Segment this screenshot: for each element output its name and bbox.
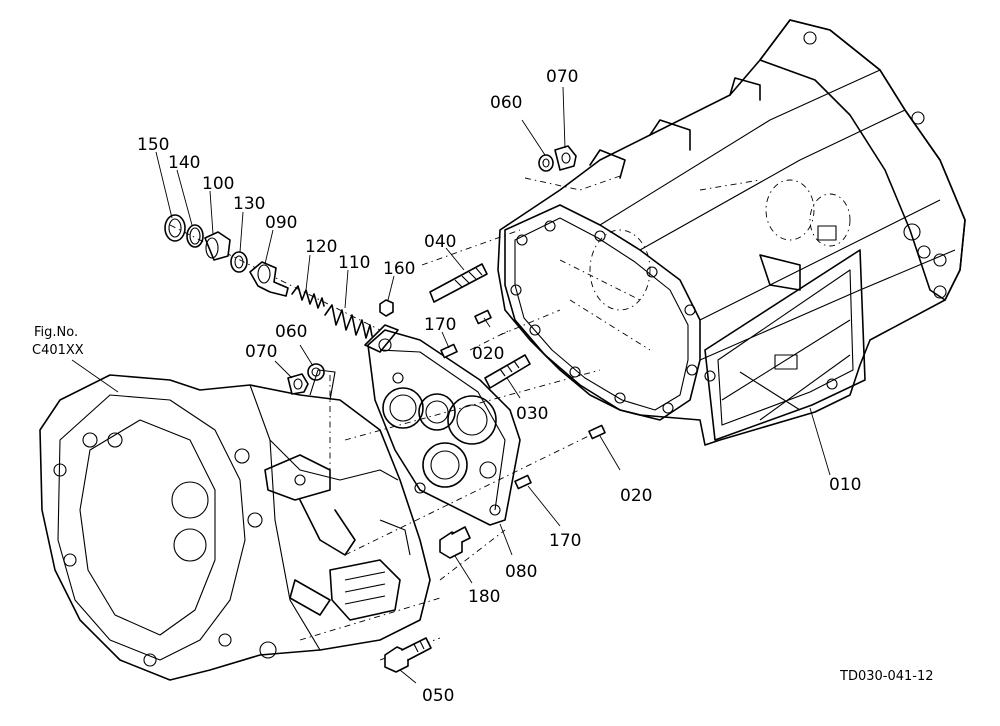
plug-160[interactable]: [379, 299, 394, 317]
callout-labels: 150 140 100 130 090 120 110 160 040 170 …: [32, 67, 934, 706]
front-cover-080[interactable]: [364, 324, 521, 526]
callout-040: 040: [424, 232, 456, 252]
callout-160: 160: [383, 259, 415, 279]
bolt-050[interactable]: [384, 637, 432, 673]
callout-010: 010: [829, 475, 861, 495]
snap-ring-150[interactable]: [164, 214, 186, 242]
pin-170-lower[interactable]: [514, 474, 532, 490]
stud-bolt-030[interactable]: [484, 354, 531, 389]
seal-070-lower[interactable]: [287, 373, 309, 395]
ring-130[interactable]: [230, 251, 248, 273]
drawing-code: TD030-041-12: [839, 669, 934, 684]
callout-180: 180: [468, 587, 500, 607]
callout-020-lower: 020: [620, 486, 652, 506]
callout-070-lower: 070: [245, 342, 277, 362]
spring-120[interactable]: [291, 285, 325, 309]
callout-050: 050: [422, 686, 454, 706]
stud-bolt-040[interactable]: [429, 263, 488, 303]
callout-080: 080: [505, 562, 537, 582]
plunger-090[interactable]: [249, 261, 289, 297]
callout-110: 110: [338, 253, 370, 273]
seal-070-upper[interactable]: [554, 145, 577, 171]
callout-060-upper: 060: [490, 93, 522, 113]
dowel-020-lower[interactable]: [588, 424, 606, 440]
o-ring-140[interactable]: [186, 224, 204, 248]
callout-030: 030: [516, 404, 548, 424]
spring-110[interactable]: [324, 304, 373, 339]
callout-100: 100: [202, 174, 234, 194]
callout-170-lower: 170: [549, 531, 581, 551]
callout-020-upper: 020: [472, 344, 504, 364]
transmission-case-010[interactable]: [497, 19, 966, 446]
pin-170-upper[interactable]: [440, 343, 458, 359]
seal-060-upper[interactable]: [538, 154, 554, 172]
callout-090: 090: [265, 213, 297, 233]
drain-plug-180[interactable]: [439, 526, 471, 559]
seal-060-lower[interactable]: [307, 363, 325, 381]
leader-lines: [71, 86, 831, 684]
callout-120: 120: [305, 237, 337, 257]
callout-060-lower: 060: [275, 322, 307, 342]
callout-150: 150: [137, 135, 169, 155]
clutch-housing-reference-part: [39, 369, 431, 681]
callout-130: 130: [233, 194, 265, 214]
dowel-020-upper[interactable]: [474, 309, 492, 325]
callout-070-upper: 070: [546, 67, 578, 87]
figure-reference-line-1: Fig.No.: [34, 325, 78, 340]
callout-170-upper: 170: [424, 315, 456, 335]
bushing-100[interactable]: [204, 231, 231, 261]
callout-140: 140: [168, 153, 200, 173]
figure-reference-line-2: C401XX: [32, 343, 84, 358]
